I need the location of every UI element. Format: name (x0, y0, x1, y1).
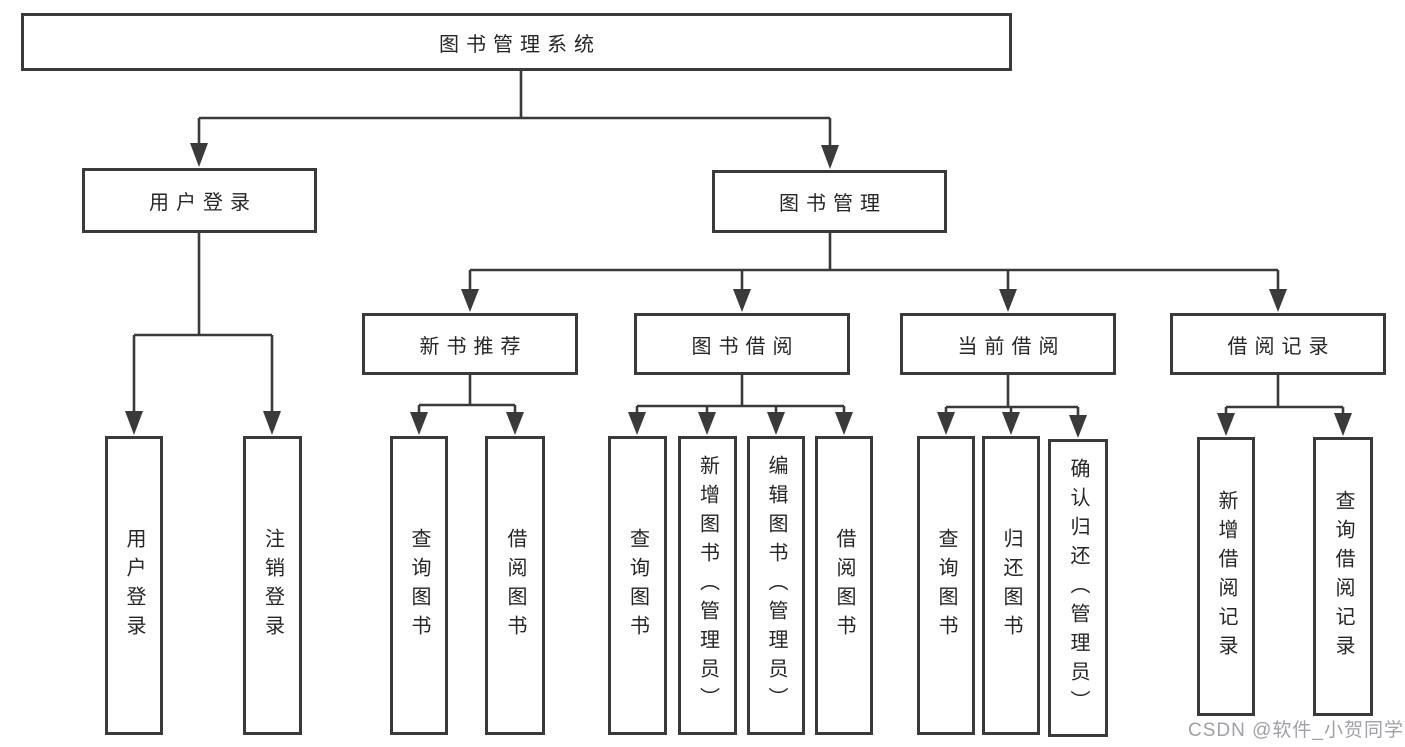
leaf-query-books-current-label: 查询图书 (935, 527, 957, 644)
leaf-user-login: 用户登录 (105, 436, 163, 735)
leaf-return-books: 归还图书 (982, 436, 1040, 735)
node-book-borrow: 图书借阅 (634, 313, 850, 375)
leaf-borrow-books-recommend: 借阅图书 (485, 436, 545, 735)
node-current-borrow: 当前借阅 (900, 313, 1116, 375)
leaf-edit-book-admin-label: 编辑图书（管理员） (765, 455, 787, 716)
csdn-watermark: CSDN @软件_小贺同学 (1188, 720, 1404, 741)
leaf-confirm-return-admin-label: 确认归还（管理员） (1067, 457, 1089, 719)
leaf-add-book-admin-label: 新增图书（管理员） (696, 455, 719, 716)
leaf-logout: 注销登录 (243, 436, 302, 735)
node-user-login: 用户登录 (82, 168, 317, 233)
leaf-query-books-current: 查询图书 (917, 436, 975, 735)
node-book-management: 图书管理 (712, 170, 947, 233)
leaf-query-borrow-record: 查询借阅记录 (1313, 437, 1373, 716)
leaf-return-books-label: 归还图书 (1000, 527, 1022, 644)
leaf-query-books-recommend: 查询图书 (390, 436, 448, 735)
leaf-add-book-admin: 新增图书（管理员） (678, 436, 737, 735)
leaf-edit-book-admin: 编辑图书（管理员） (747, 436, 805, 735)
node-borrow-records: 借阅记录 (1170, 313, 1386, 375)
node-library-management-system: 图书管理系统 (21, 13, 1012, 71)
leaf-confirm-return-admin: 确认归还（管理员） (1048, 439, 1108, 737)
leaf-query-borrow-record-label: 查询借阅记录 (1332, 489, 1354, 664)
leaf-borrow-books-label: 借阅图书 (833, 527, 855, 644)
leaf-borrow-books: 借阅图书 (815, 436, 873, 735)
leaf-borrow-books-recommend-label: 借阅图书 (504, 527, 526, 644)
leaf-query-books-recommend-label: 查询图书 (408, 527, 430, 644)
node-new-book-recommend: 新书推荐 (362, 313, 578, 375)
leaf-logout-label: 注销登录 (261, 527, 284, 644)
leaf-query-books-borrow: 查询图书 (608, 436, 667, 735)
leaf-query-books-borrow-label: 查询图书 (626, 527, 649, 644)
leaf-add-borrow-record-label: 新增借阅记录 (1215, 489, 1237, 664)
leaf-user-login-label: 用户登录 (123, 527, 145, 644)
leaf-add-borrow-record: 新增借阅记录 (1197, 437, 1255, 716)
